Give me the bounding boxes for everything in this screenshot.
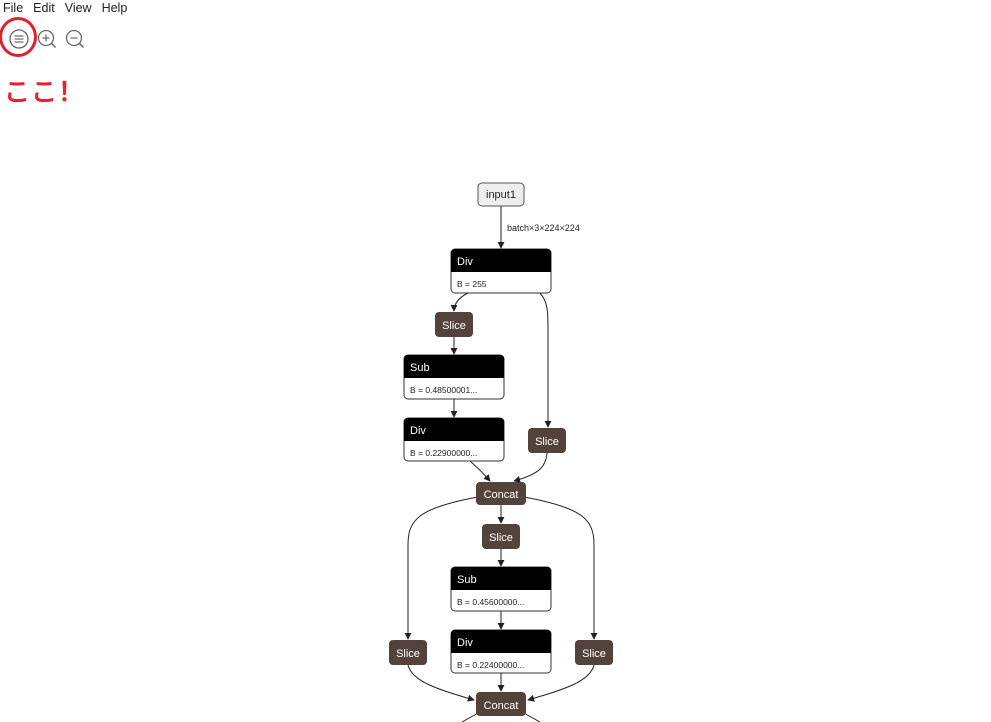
node-div-2[interactable]: Div B = 0.22900000... — [403, 417, 505, 462]
edge-concat1-slice-far-left — [404, 496, 479, 640]
node-input1-label: input1 — [486, 189, 516, 201]
edge-div2-concat1 — [469, 460, 491, 482]
node-concat-1-title: Concat — [484, 489, 519, 501]
node-concat-1[interactable]: Concat — [476, 482, 526, 505]
node-slice-mid[interactable]: Slice — [482, 524, 520, 549]
node-slice-left[interactable]: Slice — [435, 312, 473, 337]
node-slice-far-right[interactable]: Slice — [575, 640, 613, 665]
edge-div1-slice-left — [450, 292, 469, 312]
edge-slice-far-right-concat2 — [527, 664, 595, 702]
node-div-1[interactable]: Div B = 255 — [450, 248, 552, 294]
node-sub-2-title: Sub — [457, 574, 477, 586]
node-div-3[interactable]: Div B = 0.22400000... — [450, 629, 552, 674]
edge-div1-slice-right — [539, 292, 552, 428]
node-concat-2-title: Concat — [484, 700, 519, 712]
menu-view[interactable]: View — [64, 1, 92, 15]
node-sub-1[interactable]: Sub B = 0.48500001... — [403, 354, 505, 400]
node-slice-right-title: Slice — [535, 436, 559, 448]
edge-slice-far-left-concat2 — [407, 664, 475, 702]
node-slice-far-left-title: Slice — [396, 648, 420, 660]
menu-bar: File Edit View Help — [0, 0, 133, 18]
zoom-in-button[interactable] — [36, 28, 58, 50]
graph-edges — [404, 206, 598, 722]
node-sub-2[interactable]: Sub B = 0.45600000... — [450, 566, 552, 612]
node-slice-right[interactable]: Slice — [528, 428, 566, 453]
menu-file[interactable]: File — [3, 1, 24, 15]
zoom-out-icon — [65, 29, 85, 49]
node-slice-mid-title: Slice — [489, 532, 513, 544]
node-div-1-title: Div — [457, 256, 473, 268]
node-div-3-title: Div — [457, 637, 473, 649]
zoom-in-icon — [37, 29, 57, 49]
node-sub-2-attr: B = 0.45600000... — [457, 597, 524, 607]
node-div-2-title: Div — [410, 425, 426, 437]
edge-label-input-shape: batch×3×224×224 — [507, 223, 580, 233]
node-slice-far-left[interactable]: Slice — [389, 640, 427, 665]
edge-concat1-slice-far-right — [523, 496, 598, 640]
node-input1[interactable]: input1 — [477, 182, 525, 207]
node-div-1-attr: B = 255 — [457, 279, 487, 289]
edge-slice-right-concat1 — [513, 452, 548, 483]
menu-edit[interactable]: Edit — [33, 1, 55, 15]
node-div-2-attr: B = 0.22900000... — [410, 448, 477, 458]
zoom-out-button[interactable] — [64, 28, 86, 50]
node-concat-2[interactable]: Concat — [476, 692, 526, 716]
node-sub-1-attr: B = 0.48500001... — [410, 385, 477, 395]
node-div-3-attr: B = 0.22400000... — [457, 660, 524, 670]
annotation-circle — [0, 17, 37, 57]
node-slice-left-title: Slice — [442, 320, 466, 332]
annotation-text: ここ！ — [4, 78, 86, 108]
menu-help[interactable]: Help — [101, 1, 128, 15]
node-sub-1-title: Sub — [410, 362, 430, 374]
node-slice-far-right-title: Slice — [582, 648, 606, 660]
